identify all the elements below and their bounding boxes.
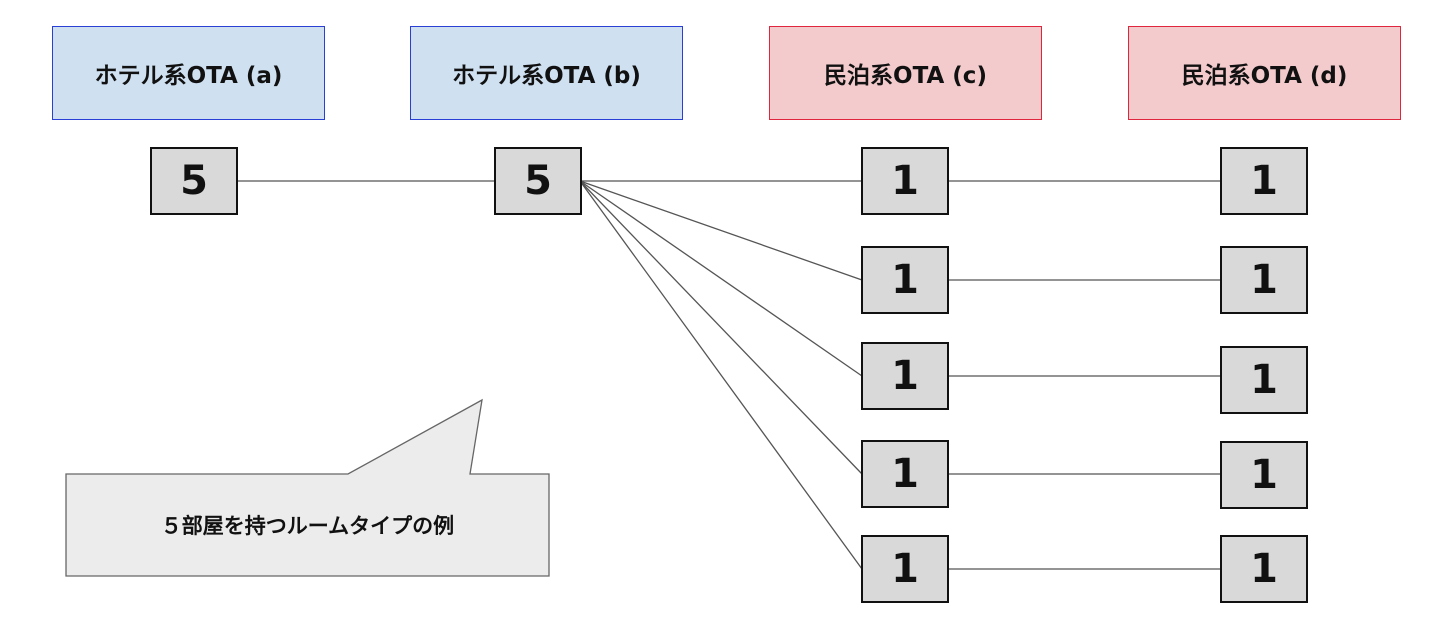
room-count-box-d2: 1 xyxy=(1220,246,1308,314)
header-minpaku-ota-c: 民泊系OTA (c) xyxy=(769,26,1042,120)
callout-bubble xyxy=(65,398,550,577)
room-count-box-d1: 1 xyxy=(1220,147,1308,215)
connector-b-c4 xyxy=(579,180,863,475)
room-count-box-c2: 1 xyxy=(861,246,949,314)
room-count-box-a: 5 xyxy=(150,147,238,215)
room-count-box-d3: 1 xyxy=(1220,346,1308,414)
room-count-box-d4: 1 xyxy=(1220,441,1308,509)
header-hotel-ota-a: ホテル系OTA (a) xyxy=(52,26,325,120)
room-count-box-c1: 1 xyxy=(861,147,949,215)
connector-b-c5 xyxy=(579,180,863,570)
connector-b-c2 xyxy=(579,180,863,281)
header-minpaku-ota-d: 民泊系OTA (d) xyxy=(1128,26,1401,120)
room-count-box-b: 5 xyxy=(494,147,582,215)
header-hotel-ota-b: ホテル系OTA (b) xyxy=(410,26,683,120)
room-count-box-c3: 1 xyxy=(861,342,949,410)
connector-b-c3 xyxy=(579,180,863,377)
room-count-box-d5: 1 xyxy=(1220,535,1308,603)
callout-caption: ５部屋を持つルームタイプの例 xyxy=(160,514,455,538)
room-count-box-c4: 1 xyxy=(861,440,949,508)
room-count-box-c5: 1 xyxy=(861,535,949,603)
